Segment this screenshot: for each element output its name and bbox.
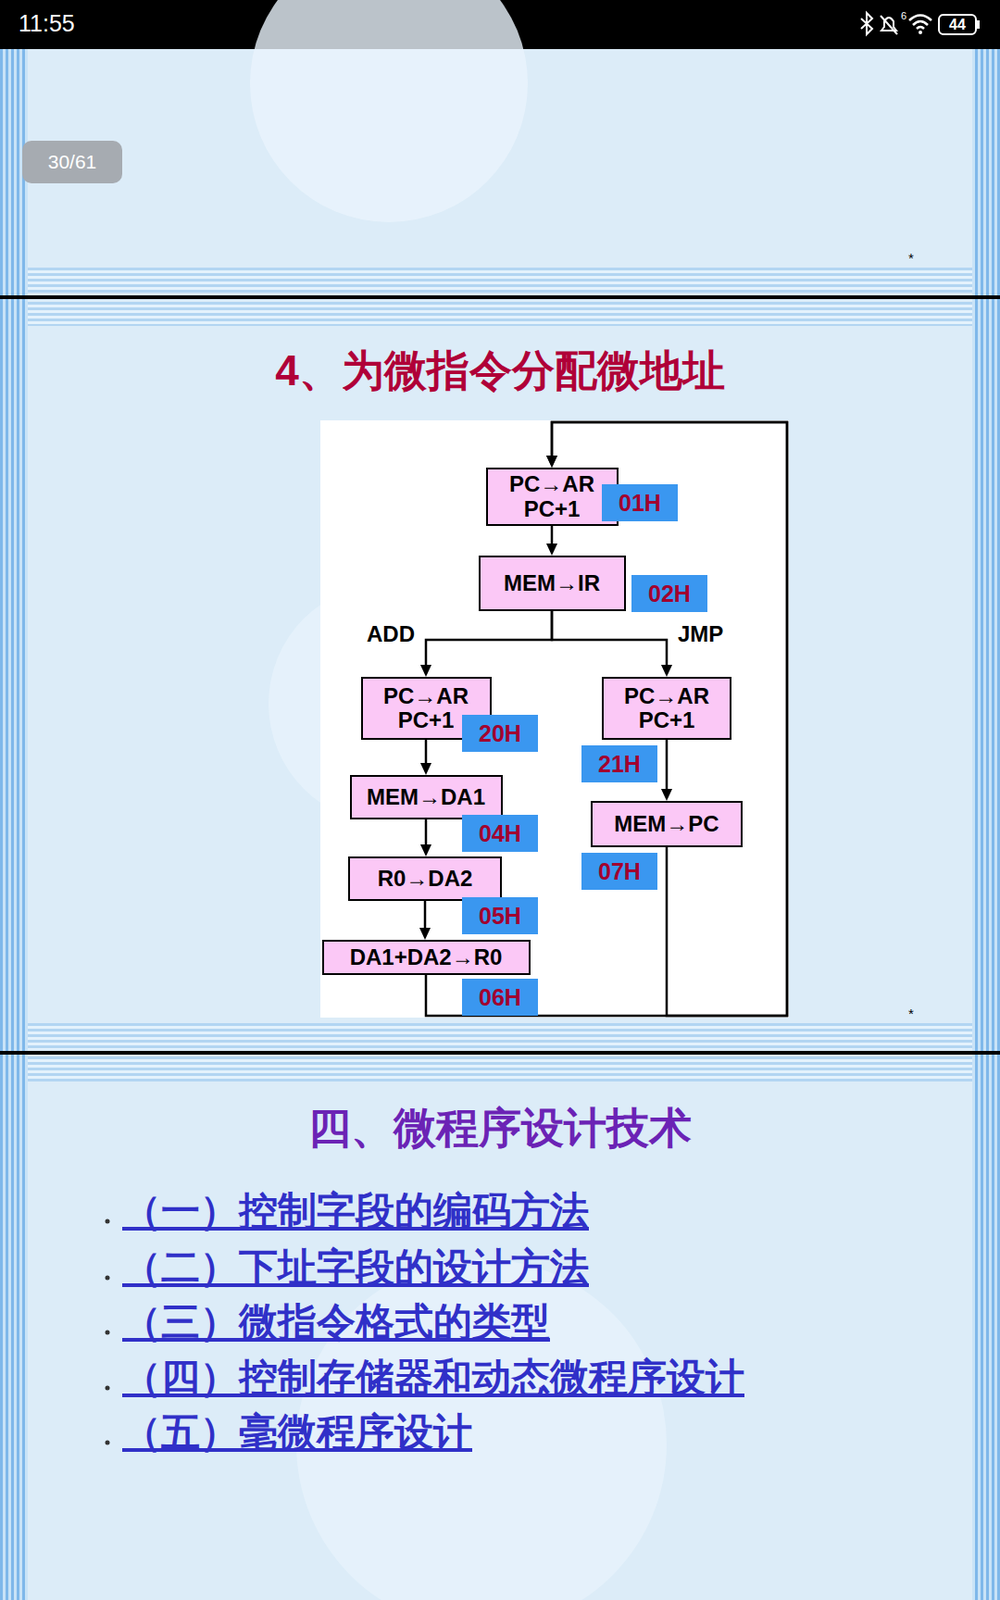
callout-number: 02H: [631, 575, 708, 613]
section-heading: 四、微程序设计技术: [0, 1101, 1000, 1156]
process-box: PC→AR PC+1: [486, 467, 619, 526]
connector-line: [425, 739, 428, 763]
box-text: MEM→PC: [613, 812, 719, 837]
arrow-head: [546, 455, 558, 468]
slide-band: [27, 1023, 973, 1050]
diagram-panel: [320, 420, 789, 1018]
slide-band: [27, 1056, 973, 1082]
arrow-head: [661, 664, 673, 677]
box-text: PC→AR PC+1: [614, 684, 719, 734]
callout-number: 05H: [462, 897, 538, 935]
battery-nub: [976, 20, 980, 29]
flow-connector: [420, 819, 432, 857]
box-text: MEM→IR: [503, 571, 600, 596]
arrow-head: [546, 543, 558, 556]
edge-stripes: [972, 49, 1000, 1600]
slide-band: [27, 267, 973, 293]
flow-connector: [546, 525, 558, 556]
signal-digit: 6: [900, 10, 907, 24]
outline-item: （四）控制存储器和动态微程序设计: [122, 1353, 745, 1403]
slide-mark: *: [908, 250, 914, 268]
page-indicator: 30/61: [22, 140, 123, 184]
process-box: PC→AR PC+1: [601, 676, 732, 740]
branch-label: ADD: [364, 622, 417, 647]
battery-outline: [938, 14, 976, 35]
arrow-head: [420, 762, 432, 775]
slide-title: 4、为微指令分配微地址: [0, 344, 1000, 397]
callout-number: 06H: [462, 978, 538, 1016]
list-bullet: [105, 1386, 111, 1391]
edge-stripes: [0, 49, 28, 1600]
list-bullet: [105, 1330, 111, 1336]
box-text: PC→AR PC+1: [500, 472, 604, 522]
arrow-head: [419, 927, 431, 940]
process-box: MEM→DA1: [350, 775, 503, 820]
flow-connector: [551, 611, 673, 677]
outline-item: （三）微指令格式的类型: [122, 1298, 550, 1348]
slide-separator: [0, 1050, 1000, 1055]
bluetooth-icon: [861, 12, 873, 35]
connector-line: [551, 611, 667, 665]
arrow-head: [546, 455, 558, 468]
slide-separator: [0, 295, 1000, 300]
slide-band: [27, 301, 973, 326]
connector-line: [425, 819, 428, 845]
wifi-dot: [918, 30, 923, 35]
callout-number: 01H: [601, 484, 678, 522]
connector-line: [665, 739, 669, 789]
outline-item: （一）控制字段的编码方法: [122, 1187, 589, 1237]
branch-label: JMP: [675, 622, 725, 647]
callout-number: 20H: [462, 714, 538, 752]
slide-mark: *: [908, 1005, 914, 1024]
callout-number: 21H: [581, 745, 658, 783]
box-text: MEM→DA1: [366, 785, 486, 810]
process-box: MEM→IR: [478, 555, 626, 612]
callout-number: 04H: [462, 814, 538, 852]
list-bullet: [105, 1219, 111, 1225]
flow-connector: [419, 900, 431, 940]
process-box: DA1+DA2→R0: [322, 939, 531, 975]
outline-item: （二）下址字段的设计方法: [122, 1243, 589, 1293]
clock-time: 11:55: [18, 9, 75, 38]
box-text: DA1+DA2→R0: [350, 945, 503, 970]
callout-number: 07H: [581, 852, 658, 890]
flow-connector: [425, 422, 788, 1016]
process-box: MEM→PC: [590, 800, 743, 848]
mute-slash: [880, 15, 898, 35]
flow-connector: [420, 739, 432, 775]
connector-line: [424, 900, 427, 928]
globe-watermark: [250, 0, 528, 223]
battery-level: 44: [938, 15, 976, 34]
list-bullet: [105, 1440, 111, 1446]
connector-line: [425, 422, 788, 1016]
wifi-icon: [909, 15, 932, 30]
connector-line: [425, 611, 552, 665]
arrow-head: [420, 664, 432, 677]
box-text: R0→DA2: [377, 866, 474, 891]
outline-item: （五）毫微程序设计: [122, 1408, 473, 1458]
flow-connector: [420, 611, 552, 677]
flow-connector: [661, 739, 673, 801]
connector-line: [550, 525, 554, 544]
arrow-head: [420, 844, 432, 857]
list-bullet: [105, 1275, 111, 1281]
arrow-head: [661, 788, 673, 801]
process-box: R0→DA2: [348, 856, 502, 901]
